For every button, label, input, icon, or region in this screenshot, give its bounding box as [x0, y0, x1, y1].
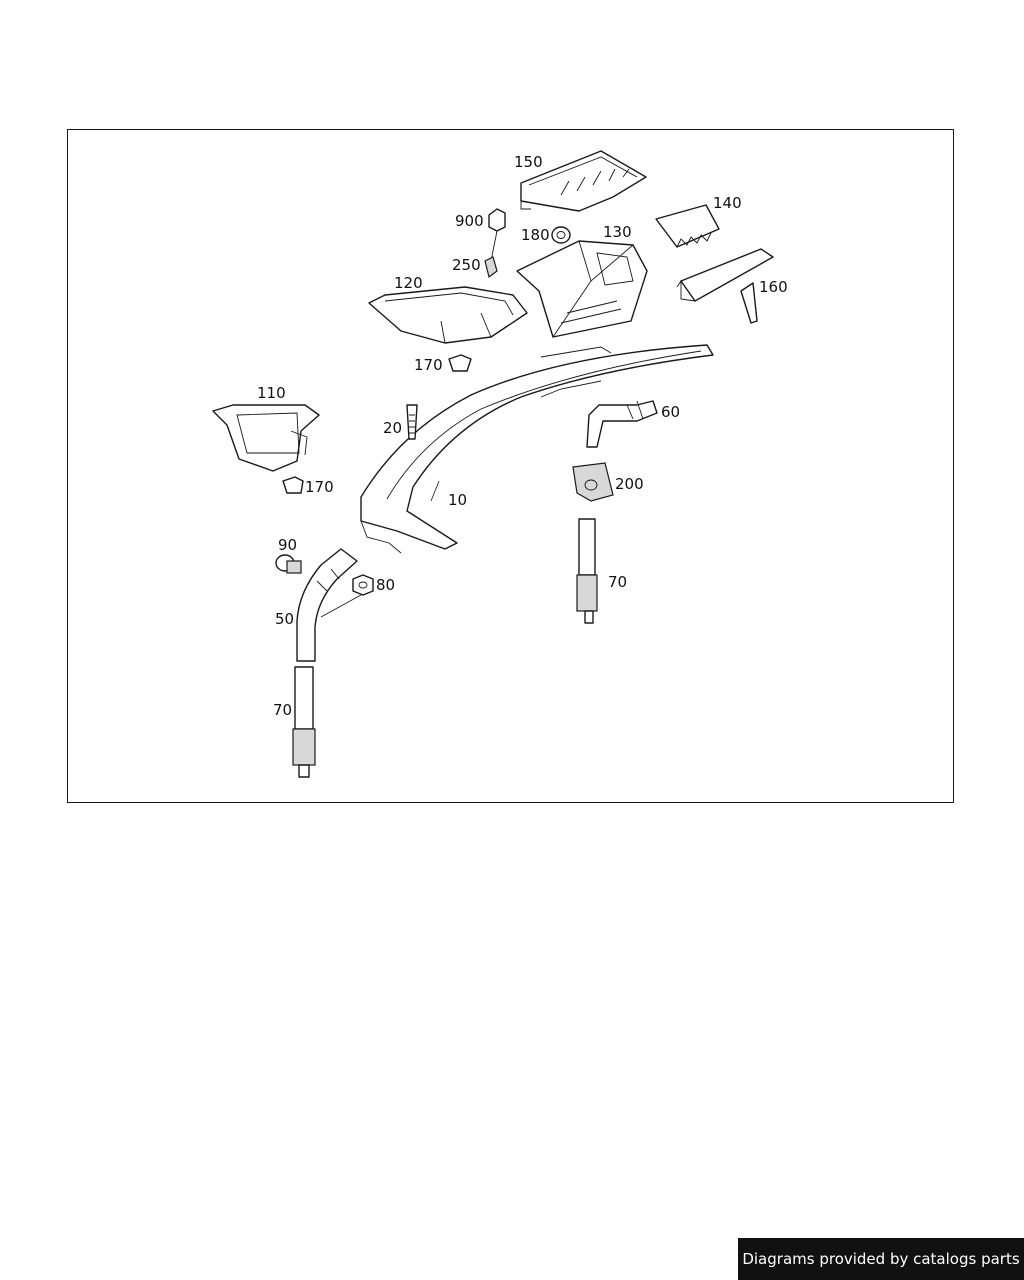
callout-80: 80 — [376, 576, 395, 594]
footer-banner: Diagrams provided by catalogs parts — [738, 1238, 1024, 1280]
callout-200: 200 — [615, 475, 644, 493]
exploded-view: 150 900 180 130 140 250 120 160 170 110 … — [212, 150, 788, 778]
callout-160: 160 — [759, 278, 788, 296]
part-20-push-pin — [406, 404, 418, 440]
callout-250: 250 — [452, 256, 481, 274]
part-200-bracket — [572, 462, 614, 502]
callout-900: 900 — [455, 212, 484, 230]
callout-70-right: 70 — [608, 573, 627, 591]
callout-130: 130 — [603, 223, 632, 241]
part-70-actuator-left — [292, 666, 316, 778]
part-10-main-trim — [360, 344, 714, 554]
part-170-grommet-bottom — [282, 476, 304, 494]
part-90-screw — [275, 554, 302, 574]
part-170-grommet-top — [448, 354, 472, 372]
part-160-strip — [676, 248, 774, 324]
part-120-panel — [368, 286, 528, 344]
footer-text: Diagrams provided by catalogs parts — [742, 1250, 1020, 1268]
callout-120: 120 — [394, 274, 423, 292]
callout-70-left: 70 — [273, 701, 292, 719]
part-180-nut — [551, 226, 571, 244]
callout-110: 110 — [257, 384, 286, 402]
part-50-duct-pipe — [296, 548, 358, 662]
callout-170-top: 170 — [414, 356, 443, 374]
callout-150: 150 — [514, 153, 543, 171]
leader-lines — [320, 480, 440, 618]
part-150-vent-grille — [520, 150, 647, 212]
callout-20: 20 — [383, 419, 402, 437]
part-80-nut — [352, 574, 374, 596]
part-130-duct-box — [516, 240, 648, 338]
callout-180: 180 — [521, 226, 550, 244]
callout-170-bottom: 170 — [305, 478, 334, 496]
callout-60: 60 — [661, 403, 680, 421]
callout-50: 50 — [275, 610, 294, 628]
callout-140: 140 — [713, 194, 742, 212]
part-110-vent-housing — [212, 404, 320, 472]
part-250-clip — [484, 256, 498, 279]
part-70-actuator-right — [576, 518, 598, 624]
part-60-hose — [586, 400, 658, 448]
part-140-pad — [655, 204, 720, 248]
callout-10: 10 — [448, 491, 467, 509]
callout-90: 90 — [278, 536, 297, 554]
part-900-sensor — [488, 208, 506, 262]
diagram-frame: 150 900 180 130 140 250 120 160 170 110 … — [67, 129, 954, 803]
